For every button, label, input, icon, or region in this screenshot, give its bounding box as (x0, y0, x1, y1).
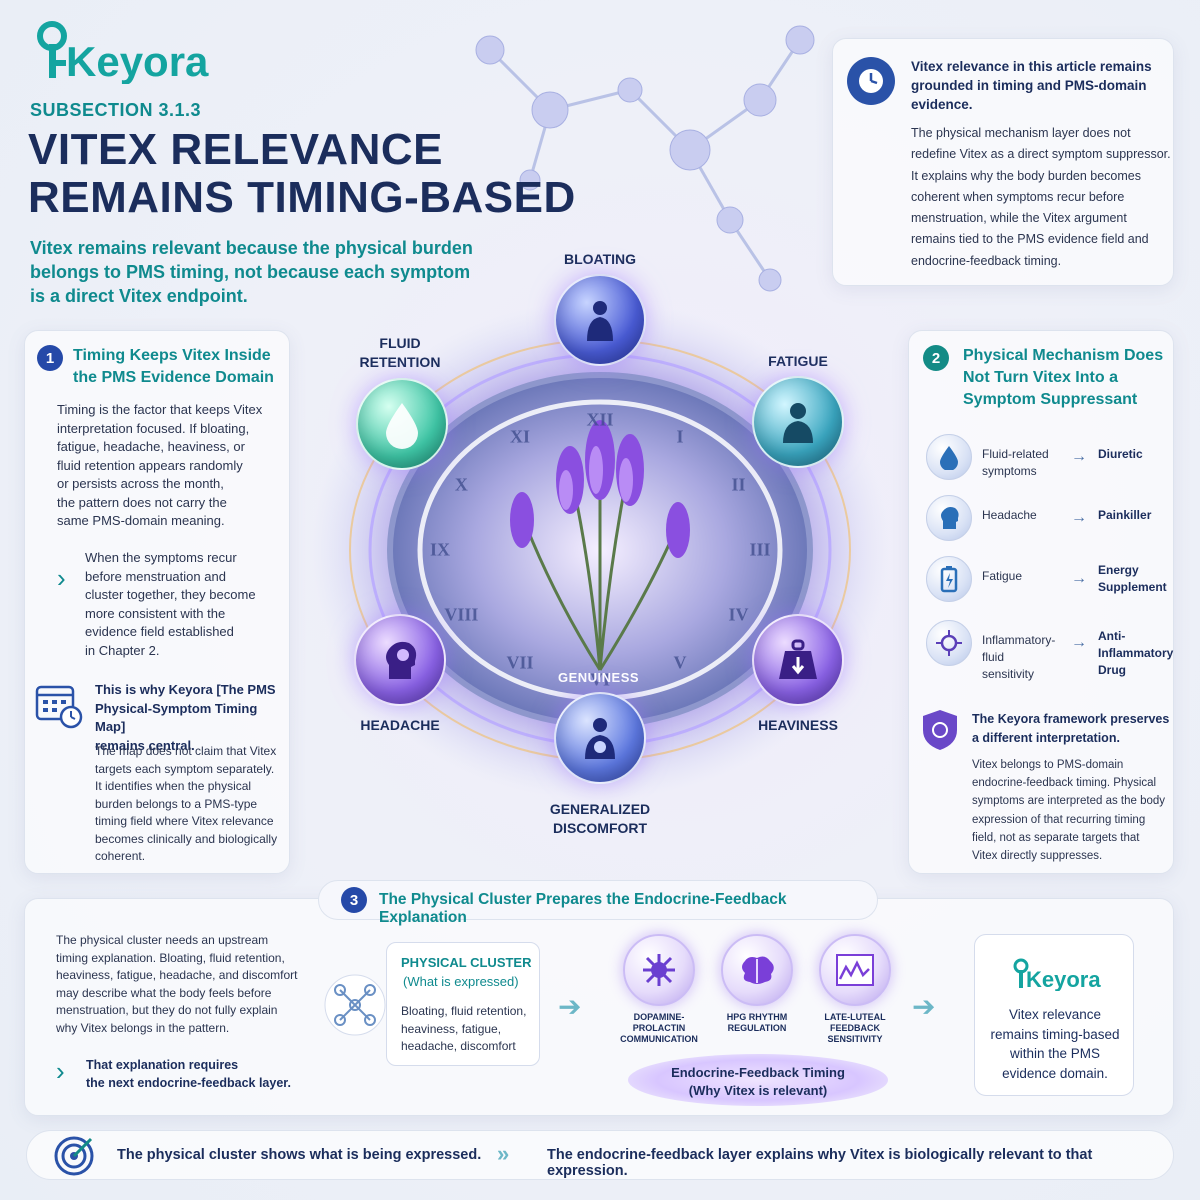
fatigue-bubble (752, 376, 844, 468)
chevron-right-icon: › (57, 563, 66, 593)
timing-note-heading: Vitex relevance in this article remains … (911, 59, 1152, 112)
section1-number: 1 (37, 345, 63, 371)
endocrine-timing-label: Endocrine-Feedback Timing(Why Vitex is r… (671, 1065, 845, 1098)
footer-bar: The physical cluster shows what is being… (26, 1130, 1174, 1180)
page-title: VITEX RELEVANCE REMAINS TIMING-BASED (28, 125, 576, 222)
clock-icon (847, 57, 895, 105)
bloating-bubble (554, 274, 646, 366)
chart-pulse-icon (819, 934, 891, 1006)
clock-numeral: XII (586, 409, 614, 430)
water-drop-icon (386, 403, 418, 449)
symptom-label-bloating: BLOATING (563, 251, 637, 267)
section3-title: The Physical Cluster Prepares the Endocr… (379, 891, 787, 926)
section2-number: 2 (923, 345, 949, 371)
molecule-decoration (475, 25, 815, 292)
intro-text: Vitex remains relevant because the physi… (30, 238, 473, 306)
section3-header: 3 The Physical Cluster Prepares the Endo… (318, 880, 878, 926)
discomfort-bubble (554, 692, 646, 784)
clock-numeral: XI (509, 426, 531, 447)
water-drop-icon (926, 434, 972, 480)
clock-numeral: II (731, 474, 746, 495)
tired-person-icon (783, 403, 813, 443)
timing-glow (628, 1054, 888, 1106)
clock-numeral: VII (506, 652, 534, 673)
cluster-body: Bloating, fluid retention,heaviness, fat… (401, 1004, 527, 1053)
network-icon (322, 972, 388, 1038)
arrow-right-icon: ➔ (912, 991, 936, 1022)
symptom-label-headache: HEADACHE (360, 717, 440, 733)
physical-cluster-box: PHYSICAL CLUSTER (What is expressed) Blo… (386, 942, 540, 1066)
clock-numeral: VI (589, 669, 611, 690)
section1-card: 1 Timing Keeps Vitex Inside the PMS Evid… (24, 330, 290, 874)
weight-icon (779, 639, 817, 679)
calendar-icon (35, 681, 83, 729)
battery-icon (926, 556, 972, 602)
target-icon (53, 1135, 95, 1177)
torso-icon (587, 301, 613, 341)
keyora-logo: Keyora (26, 14, 226, 85)
clock-numeral: III (749, 539, 771, 560)
chevron-right-icon: › (56, 1056, 65, 1086)
heaviness-bubble (752, 614, 844, 706)
subsection-label: SUBSECTION 3.1.3 (30, 100, 202, 120)
clock-numeral: X (454, 474, 468, 495)
cluster-subtitle: (What is expressed) (403, 974, 519, 989)
symptom-label-heaviness: HEAVINESS (758, 717, 838, 733)
head-icon (386, 641, 417, 679)
footer-right-text: The endocrine-feedback layer explains wh… (547, 1147, 1093, 1179)
cluster-title: PHYSICAL CLUSTER (401, 955, 532, 970)
head-icon (926, 495, 972, 541)
mech-row-headache: Headache → Painkiller (926, 495, 1176, 543)
clock-numeral: IV (728, 604, 749, 625)
discomfort-person-icon (585, 718, 615, 759)
keyora-logo-small: Keyora (1009, 957, 1109, 992)
fluid-retention-bubble (356, 378, 448, 470)
clock-numeral: I (676, 426, 684, 447)
clock-numeral: V (673, 652, 687, 673)
timing-note-card: Vitex relevance in this article remains … (832, 38, 1174, 286)
shield-icon (920, 708, 960, 752)
double-chevron-icon: » (497, 1141, 510, 1166)
virus-icon (623, 934, 695, 1006)
headache-bubble (354, 614, 446, 706)
symptom-label-fatigue: FATIGUE (768, 353, 828, 369)
logo-text: Keyora (66, 38, 209, 84)
svg-text:Keyora: Keyora (1026, 967, 1101, 991)
wheel-center-overlay: GENUINESS (558, 670, 640, 685)
section3-number: 3 (341, 887, 367, 913)
footer-left-text: The physical cluster shows what is being… (117, 1147, 482, 1163)
arrow-right-icon: ➔ (558, 991, 582, 1022)
lavender-illustration (510, 420, 690, 671)
brain-icon (721, 934, 793, 1006)
clock-numeral: IX (429, 539, 451, 560)
inflammation-icon (926, 620, 972, 666)
clock-numeral: VIII (444, 604, 479, 625)
section1-title: Timing Keeps Vitex Inside the PMS Eviden… (73, 347, 274, 386)
